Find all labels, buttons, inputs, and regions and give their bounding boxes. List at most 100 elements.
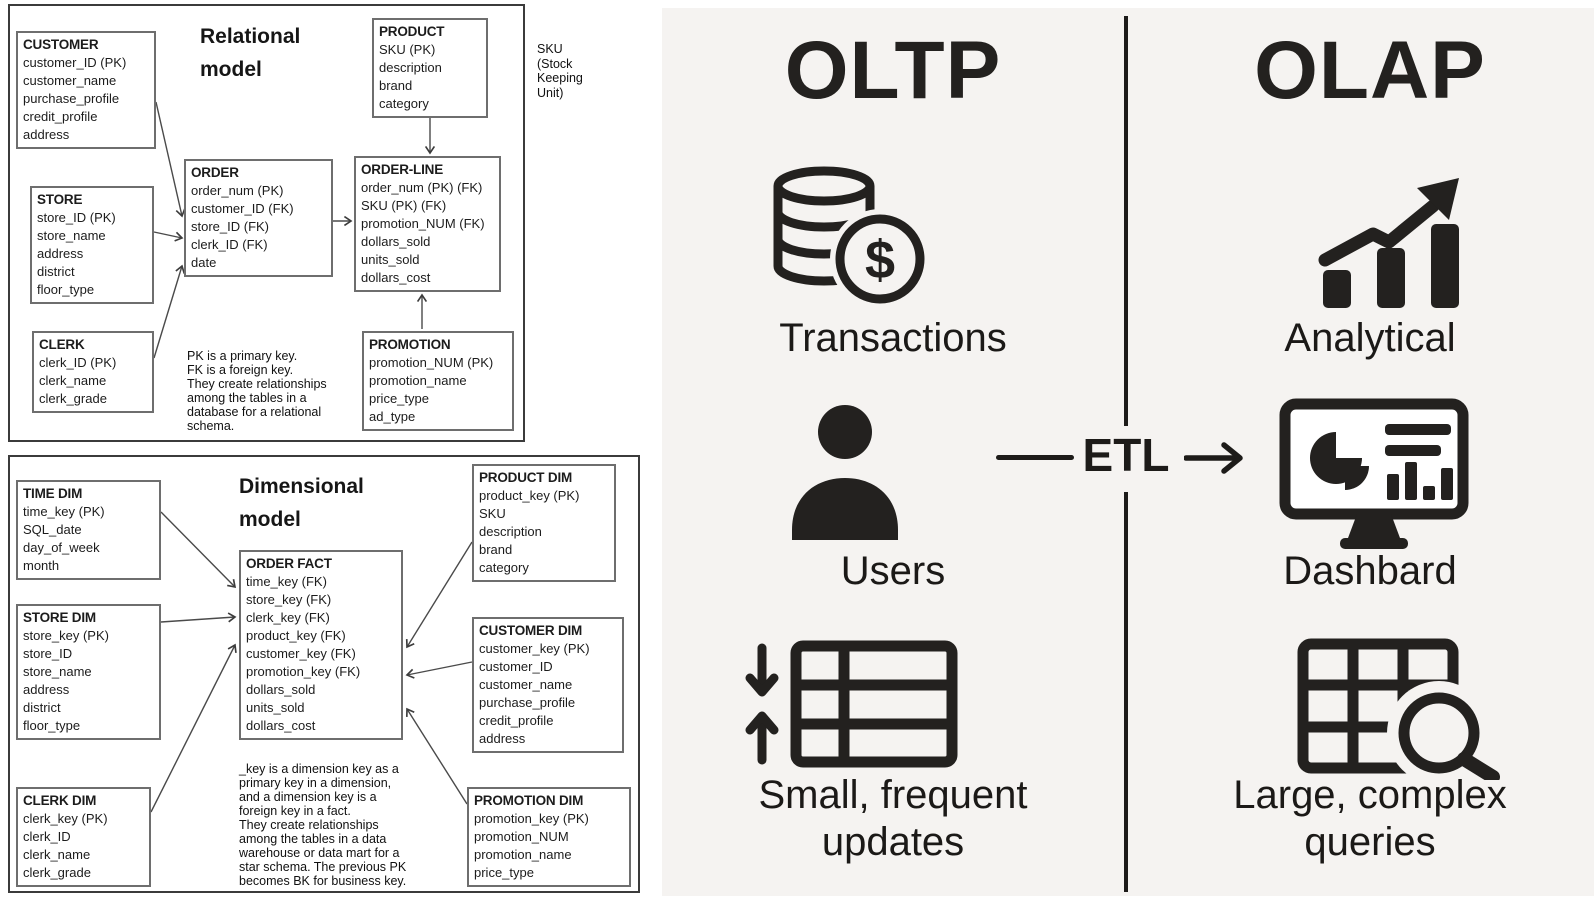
entity-field: dollars_cost <box>361 270 431 285</box>
entity-field: order_num (PK) <box>191 183 284 198</box>
entity-field: promotion_NUM <box>474 829 569 844</box>
entity-field: store_ID <box>23 646 73 661</box>
entity-field: promotion_name <box>474 847 572 862</box>
etl-label: ETL <box>1082 429 1170 481</box>
etl-left-dash <box>996 455 1074 460</box>
entity-field: address <box>23 682 70 697</box>
entity-field: customer_name <box>23 73 117 88</box>
users-icon <box>782 398 908 551</box>
entity-field: store_name <box>23 664 92 679</box>
entity-title: STORE DIM <box>23 610 96 625</box>
entity-field: customer_key (FK) <box>246 646 356 661</box>
entity-field: purchase_profile <box>479 695 576 710</box>
entity-field: time_key (PK) <box>23 504 105 519</box>
entity-field: address <box>23 127 70 142</box>
entity-field: floor_type <box>23 718 81 733</box>
entity-title: PROMOTION <box>369 337 451 352</box>
oltp-olap-comparison: OLTP $ Transactions Users <box>662 8 1594 896</box>
entity-field: customer_name <box>479 677 573 692</box>
entity-field: units_sold <box>246 700 305 715</box>
entity-field: store_ID (FK) <box>191 219 270 234</box>
entity-title: ORDER FACT <box>246 556 332 571</box>
entity-field: store_ID (PK) <box>37 210 116 225</box>
entity-field: dollars_cost <box>246 718 316 733</box>
analytical-label: Analytical <box>1284 316 1456 360</box>
entity-field: district <box>23 700 61 715</box>
entity-field: promotion_NUM (PK) <box>369 355 494 370</box>
olap-title: OLAP <box>1254 25 1486 116</box>
entity-field: promotion_NUM (FK) <box>361 216 485 231</box>
entity-field: floor_type <box>37 282 95 297</box>
dashboard-icon <box>1279 398 1469 559</box>
dimensional-model-title: Dimensional model <box>239 475 364 531</box>
entity-field: clerk_ID (PK) <box>39 355 117 370</box>
entity-field: clerk_name <box>23 847 91 862</box>
entity-field: customer_key (PK) <box>479 641 590 656</box>
entity-field: day_of_week <box>23 540 100 555</box>
entity-title: ORDER-LINE <box>361 162 443 177</box>
entity-title: PROMOTION DIM <box>474 793 584 808</box>
entity-field: brand <box>479 542 513 557</box>
entity-field: customer_ID <box>479 659 553 674</box>
entity-field: credit_profile <box>479 713 554 728</box>
entity-field: month <box>23 558 60 573</box>
entity-field: time_key (FK) <box>246 574 327 589</box>
analytical-icon <box>1317 162 1473 317</box>
entity-field: promotion_key (FK) <box>246 664 361 679</box>
relational-model-title: Relational model <box>200 25 301 81</box>
entity-field: clerk_grade <box>23 865 91 880</box>
entity-title: ORDER <box>191 165 239 180</box>
relational-connector-lines <box>153 101 436 359</box>
entity-promotion: PROMOTION promotion_NUM (PK)promotion_na… <box>362 331 514 431</box>
relational-note: PK is a primary key. FK is a foreign key… <box>187 349 327 433</box>
entity-field: store_key (FK) <box>246 592 332 607</box>
transactions-label: Transactions <box>779 316 1007 360</box>
sku-side-note: SKU (Stock Keeping Unit) <box>537 42 583 100</box>
entity-field: category <box>479 560 529 575</box>
entity-field: customer_ID (PK) <box>23 55 127 70</box>
large-queries-label: Large, complex queries <box>1233 773 1507 864</box>
entity-fields: promotion_key (PK) promotion_NUM promotion… <box>474 810 624 882</box>
entity-field: order_num (PK) (FK) <box>361 180 483 195</box>
entity-field: address <box>37 246 84 261</box>
transactions-icon: $ <box>762 162 930 317</box>
entity-promotion-dim: PROMOTION DIM promotion_key (PK)promotio… <box>467 787 631 887</box>
entity-field: dollars_sold <box>246 682 316 697</box>
entity-field: promotion_key (PK) <box>474 811 589 826</box>
entity-order-fact: ORDER FACT time_key (FK)store_key (FK)cl… <box>239 550 403 740</box>
dashboard-label: Dashbard <box>1283 549 1457 593</box>
entity-title: CUSTOMER DIM <box>479 623 583 638</box>
entity-title: TIME DIM <box>23 486 83 501</box>
divider-line-top <box>1124 16 1128 426</box>
entity-field: units_sold <box>361 252 420 267</box>
etl-arrow-icon <box>1183 440 1254 481</box>
entity-field: district <box>37 264 75 279</box>
entity-title: STORE <box>37 192 83 207</box>
entity-field: credit_profile <box>23 109 98 124</box>
entity-customer-dim: CUSTOMER DIM customer_key (PK) customer_I… <box>472 617 624 753</box>
small-updates-icon <box>732 640 958 773</box>
entity-order: ORDER order_num (PK)customer_ID (FK)stor… <box>184 159 333 277</box>
entity-title: CLERK <box>39 337 85 352</box>
dimensional-note: _key is a dimension key as a primary key… <box>239 762 407 888</box>
small-updates-label: Small, frequent updates <box>758 773 1028 864</box>
entity-field: clerk_ID (FK) <box>191 237 268 252</box>
entity-field: description <box>479 524 542 539</box>
entity-fields: customer_ID (PK) customer_name purchase_pr… <box>23 54 149 144</box>
entity-field: SKU <box>479 506 506 521</box>
dimensional-model-panel: Dimensional model TIME DIM time_key (PK)… <box>8 455 640 893</box>
entity-field: purchase_profile <box>23 91 120 106</box>
relational-model-panel: Relational model CUSTOMER customer_ID (P… <box>8 4 525 442</box>
